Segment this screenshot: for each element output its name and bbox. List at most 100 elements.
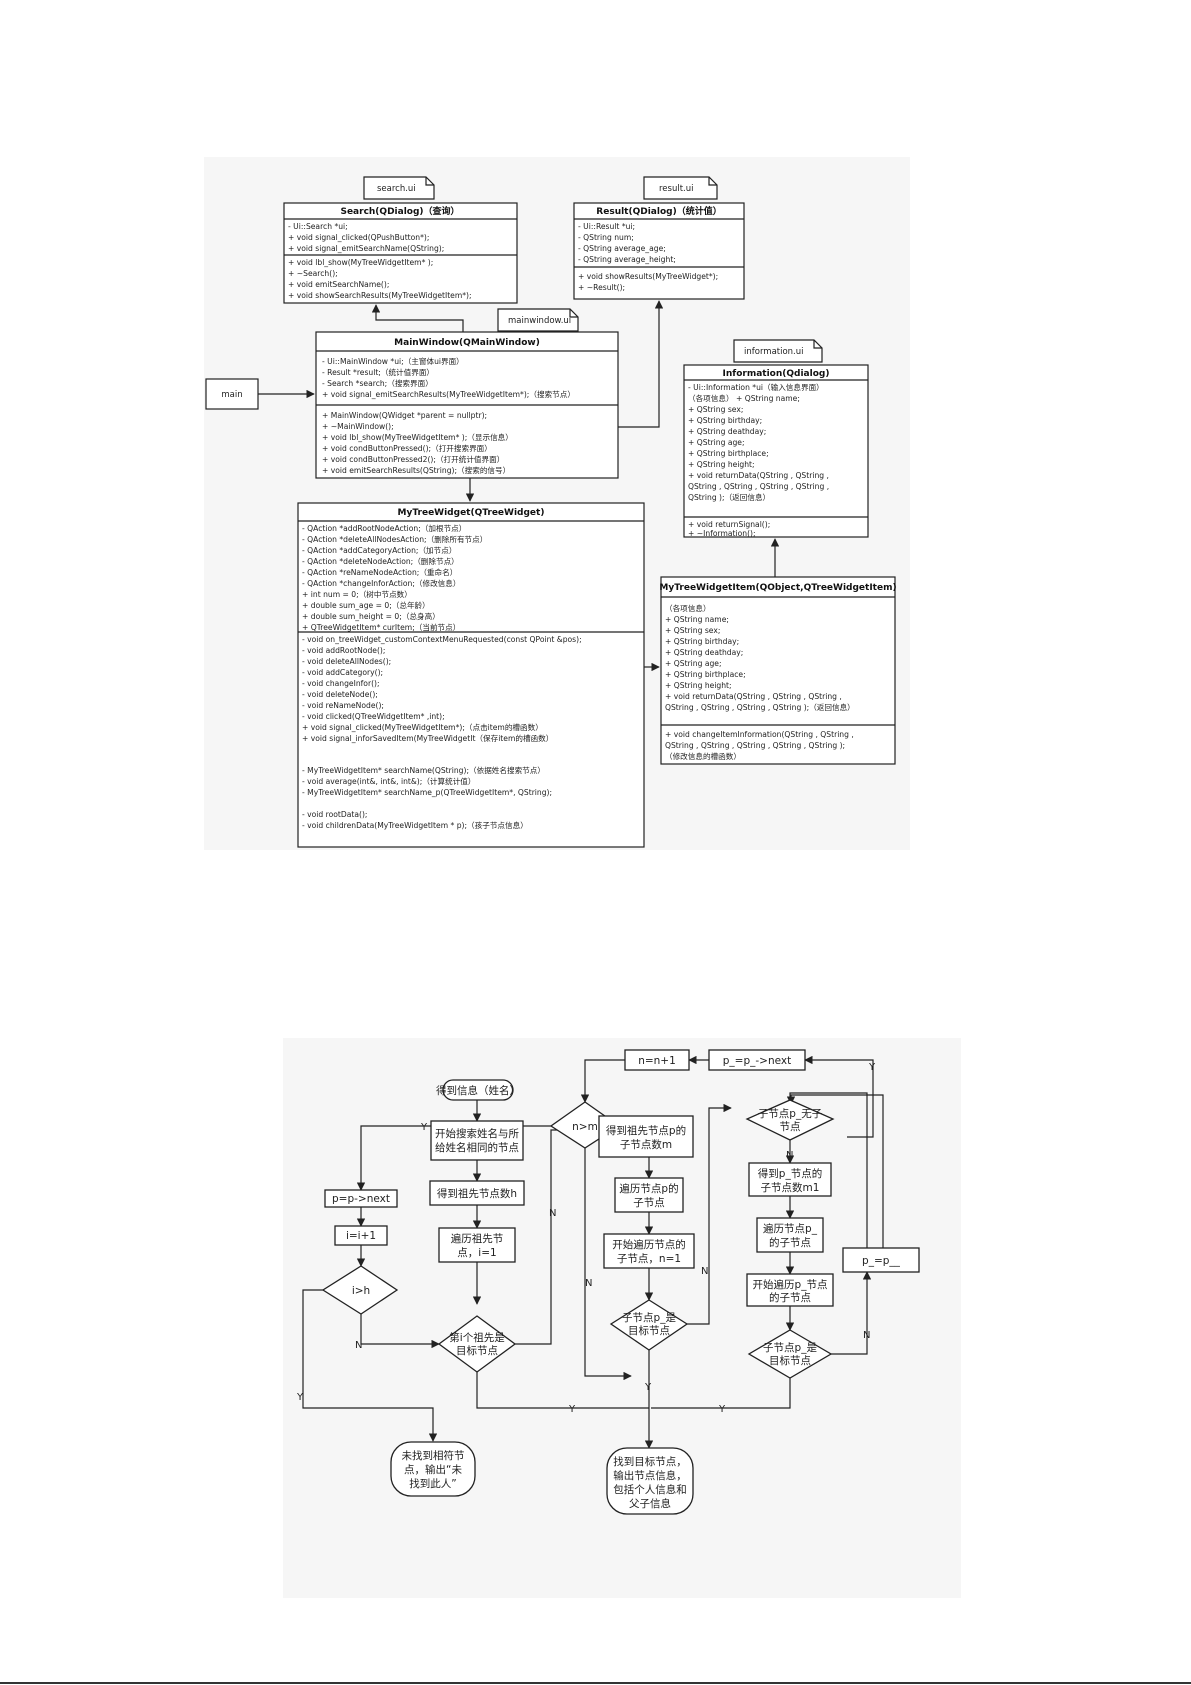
svg-text:- QAction *changeInforAction;（: - QAction *changeInforAction;（修改信息）: [302, 578, 460, 588]
svg-text:得到信息（姓名）: 得到信息（姓名）: [436, 1084, 520, 1097]
svg-text:+ void emitSearchResults(QStri: + void emitSearchResults(QString);（搜索的信号…: [322, 465, 510, 475]
svg-text:+ void signal_clicked(MyTreeWi: + void signal_clicked(MyTreeWidgetItem*)…: [302, 722, 543, 732]
svg-text:- QAction *deleteNodeAction;（删: - QAction *deleteNodeAction;（删除节点）: [302, 556, 459, 566]
svg-text:+ void returnData(QString , QS: + void returnData(QString , QString , QS…: [665, 692, 842, 701]
svg-text:+ void returnSignal();: + void returnSignal();: [688, 520, 770, 529]
search-flowchart: n=n+1 p_=p_->next n>m 子节点p_无子 节点 得到信息（姓名…: [283, 1038, 961, 1598]
svg-text:i=i+1: i=i+1: [346, 1230, 376, 1242]
svg-text:search.ui: search.ui: [377, 184, 416, 194]
svg-text:父子信息: 父子信息: [629, 1497, 671, 1510]
svg-text:- void on_treeWidget_customCon: - void on_treeWidget_customContextMenuRe…: [302, 635, 582, 644]
svg-text:+ QString height;: + QString height;: [688, 460, 755, 469]
svg-text:p_=p__: p_=p__: [862, 1255, 901, 1267]
svg-text:得到祖先节点数h: 得到祖先节点数h: [437, 1187, 517, 1200]
svg-text:- void addCategory();: - void addCategory();: [302, 668, 383, 677]
label-y-n-gt-m: Y: [420, 1122, 428, 1133]
svg-text:+ QString deathday;: + QString deathday;: [665, 648, 743, 657]
flow-canvas: n=n+1 p_=p_->next n>m 子节点p_无子 节点 得到信息（姓名…: [296, 1049, 920, 1515]
svg-text:的子节点: 的子节点: [769, 1236, 811, 1249]
svg-text:+ QTreeWidgetItem* curItem;（当前: + QTreeWidgetItem* curItem;（当前节点）: [302, 622, 460, 632]
svg-text:子节点: 子节点: [633, 1197, 665, 1209]
svg-text:+ void signal_clicked(QPushBut: + void signal_clicked(QPushButton*);: [288, 233, 429, 242]
note-mainwindow-ui: mainwindow.ui: [497, 308, 579, 332]
svg-text:目标节点: 目标节点: [769, 1355, 811, 1367]
svg-text:子节点p_无子: 子节点p_无子: [758, 1108, 822, 1120]
svg-text:- MyTreeWidgetItem* searchName: - MyTreeWidgetItem* searchName(QString);…: [302, 765, 545, 775]
svg-text:MainWindow(QMainWindow): MainWindow(QMainWindow): [394, 338, 540, 348]
label-y-i-gt-h: Y: [296, 1392, 304, 1403]
svg-text:- Search *search;（搜索界面）: - Search *search;（搜索界面）: [322, 378, 433, 388]
svg-text:+ ~Information();: + ~Information();: [688, 529, 756, 538]
svg-text:- QString num;: - QString num;: [578, 233, 634, 242]
svg-text:第i个祖先是: 第i个祖先是: [449, 1331, 505, 1344]
svg-text:- QAction *reNameNodeAction;（重: - QAction *reNameNodeAction;（重命名）: [302, 567, 457, 577]
svg-text:- void reNameNode();: - void reNameNode();: [302, 701, 384, 710]
branch-labels: Y N N N Y Y Y N N Y N Y: [296, 1062, 876, 1415]
node-not-found: 未找到相符节 点，输出“未 找到此人”: [390, 1441, 476, 1497]
svg-text:的子节点: 的子节点: [769, 1291, 811, 1304]
svg-text:- void rootData();: - void rootData();: [302, 810, 367, 819]
svg-text:（各项信息） + QString name;: （各项信息） + QString name;: [688, 393, 800, 403]
svg-text:- QAction *deleteAllNodesActio: - QAction *deleteAllNodesAction;（删除所有节点）: [302, 534, 487, 544]
svg-text:+ QString deathday;: + QString deathday;: [688, 427, 766, 436]
node-p-child-is-target: 子节点p_是 目标节点: [747, 1329, 833, 1379]
uml-canvas: search.ui result.ui mainwindow.ui inform…: [205, 176, 897, 848]
node-ancestor-is-target: 第i个祖先是 目标节点: [437, 1315, 517, 1373]
svg-text:节点: 节点: [780, 1121, 801, 1133]
label-n-child-target: N: [701, 1266, 708, 1277]
class-result: Result(QDialog)（统计值） - Ui::Result *ui; -…: [573, 202, 745, 300]
svg-text:目标节点: 目标节点: [628, 1325, 670, 1337]
svg-text:+ ~Search();: + ~Search();: [288, 269, 338, 278]
note-information-ui: information.ui: [733, 339, 823, 363]
svg-text:+ ~MainWindow();: + ~MainWindow();: [322, 422, 394, 431]
svg-text:+ void emitSearchName();: + void emitSearchName();: [288, 280, 389, 289]
svg-text:- Ui::MainWindow *ui;（主窗体ui界面）: - Ui::MainWindow *ui;（主窗体ui界面）: [322, 356, 464, 366]
svg-text:MyTreeWidget(QTreeWidget): MyTreeWidget(QTreeWidget): [398, 508, 545, 518]
svg-text:目标节点: 目标节点: [456, 1345, 498, 1357]
node-i-inc: i=i+1: [334, 1225, 388, 1246]
node-p-next: p=p->next: [324, 1189, 398, 1208]
node-get-ancestor-count: 得到祖先节点数h: [429, 1180, 525, 1206]
svg-text:得到祖先节点p的: 得到祖先节点p的: [606, 1124, 686, 1137]
svg-text:子节点p_是: 子节点p_是: [622, 1312, 676, 1324]
class-mytreewidgetitem: MyTreeWidgetItem(QObject,QTreeWidgetItem…: [659, 576, 897, 765]
flow-connectors: [302, 1055, 884, 1449]
svg-text:开始遍历p_节点: 开始遍历p_节点: [753, 1278, 828, 1291]
svg-text:i>h: i>h: [352, 1285, 370, 1297]
svg-text:- void clicked(QTreeWidgetItem: - void clicked(QTreeWidgetItem* ,int);: [302, 712, 445, 721]
label-y-child-target: Y: [644, 1382, 652, 1393]
uml-class-diagram: search.ui result.ui mainwindow.ui inform…: [204, 157, 910, 850]
node-p-next-child: p_=p_->next: [708, 1049, 806, 1071]
svg-text:子节点，n=1: 子节点，n=1: [617, 1253, 681, 1265]
svg-text:包括个人信息和: 包括个人信息和: [613, 1483, 687, 1496]
svg-text:+ void lbl_show(MyTreeWidgetIt: + void lbl_show(MyTreeWidgetItem* );（显示信…: [322, 432, 513, 442]
node-start-search: 开始搜索姓名与所 给姓名相同的节点: [430, 1120, 524, 1161]
svg-text:n=n+1: n=n+1: [638, 1055, 676, 1067]
svg-text:子节点数m1: 子节点数m1: [761, 1181, 820, 1194]
svg-text:p=p->next: p=p->next: [332, 1193, 390, 1205]
svg-text:遍历祖先节: 遍历祖先节: [451, 1232, 504, 1245]
svg-text:+ QString age;: + QString age;: [665, 659, 722, 668]
svg-text:- Result *result;（统计值界面）: - Result *result;（统计值界面）: [322, 367, 434, 377]
svg-text:+ QString birthday;: + QString birthday;: [665, 637, 739, 646]
svg-text:+ QString birthplace;: + QString birthplace;: [688, 449, 769, 458]
class-mytreewidget: MyTreeWidget(QTreeWidget) - QAction *add…: [297, 502, 645, 848]
svg-text:QString , QString , QString ,: QString , QString , QString , QString , …: [665, 741, 845, 750]
label-y-ancestor: Y: [568, 1404, 576, 1415]
label-n-p-child-target: N: [863, 1330, 870, 1341]
svg-text:- Ui::Search *ui;: - Ui::Search *ui;: [288, 222, 348, 231]
svg-text:+ QString height;: + QString height;: [665, 681, 732, 690]
node-get-child-count-m1: 得到p_节点的 子节点数m1: [748, 1162, 832, 1197]
note-result-ui: result.ui: [643, 176, 718, 200]
svg-text:+ double sum_height = 0;（总身高）: + double sum_height = 0;（总身高）: [302, 611, 440, 621]
node-get-info: 得到信息（姓名）: [436, 1079, 520, 1101]
svg-text:（修改信息的槽函数）: （修改信息的槽函数）: [665, 751, 741, 761]
svg-text:n>m: n>m: [572, 1121, 598, 1133]
svg-text:+ QString birthday;: + QString birthday;: [688, 416, 762, 425]
svg-text:找到目标节点，: 找到目标节点，: [613, 1455, 687, 1468]
svg-text:+ void lbl_show(MyTreeWidgetIt: + void lbl_show(MyTreeWidgetItem* );: [288, 258, 433, 267]
svg-text:+ void returnData(QString , QS: + void returnData(QString , QString ,: [688, 471, 829, 480]
svg-text:QString , QString , QString ,: QString , QString , QString , QString );…: [665, 702, 855, 712]
svg-text:遍历节点p的: 遍历节点p的: [619, 1182, 678, 1195]
svg-text:输出节点信息，: 输出节点信息，: [613, 1469, 687, 1482]
